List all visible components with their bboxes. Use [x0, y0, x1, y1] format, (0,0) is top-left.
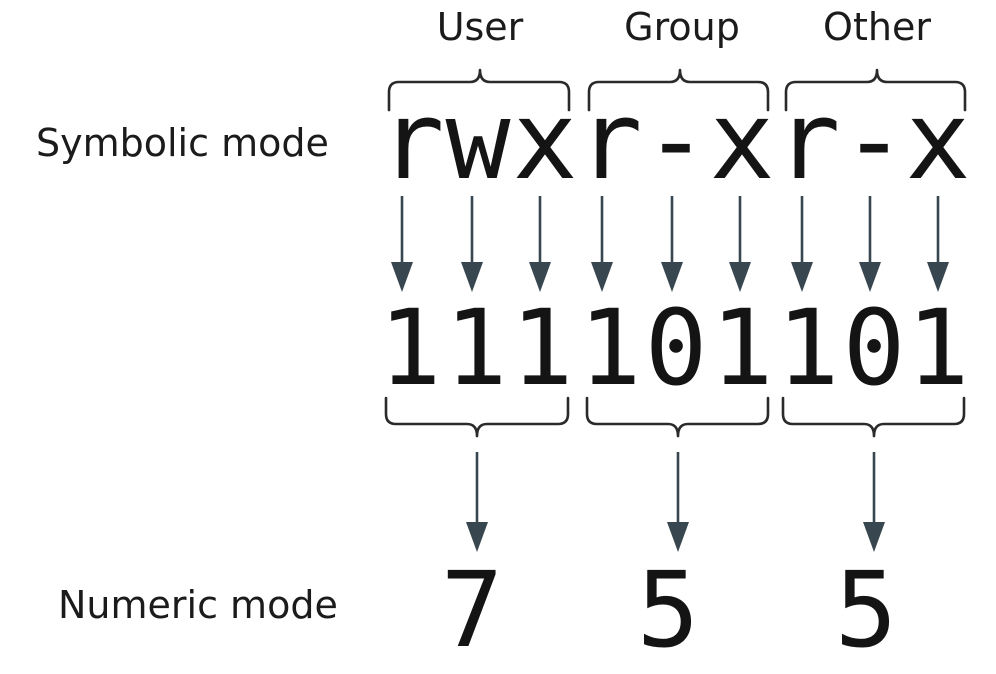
- symbol-user-write: w: [445, 79, 511, 204]
- symbol-user-execute: x: [512, 79, 577, 204]
- group-header-group: Group: [624, 5, 740, 49]
- octal-group: 5: [637, 549, 700, 671]
- arrow-down-icon: [729, 196, 751, 292]
- arrow-down-icon: [667, 452, 689, 552]
- bit-other-write: 0: [843, 287, 906, 409]
- top-brace-other: [784, 68, 967, 112]
- arrow-down-icon: [529, 196, 551, 292]
- arrow-down-icon: [591, 196, 613, 292]
- top-brace-group: [587, 68, 770, 112]
- arrow-down-icon: [927, 196, 949, 292]
- bit-other-execute: 1: [907, 287, 970, 409]
- symbol-other-write: -: [841, 79, 906, 204]
- group-header-user: User: [437, 5, 524, 49]
- bit-user-read: 1: [379, 287, 442, 409]
- bit-other-read: 1: [777, 287, 840, 409]
- symbol-other-read: r: [775, 79, 840, 204]
- arrow-down-icon: [661, 196, 683, 292]
- arrow-down-icon: [391, 196, 413, 292]
- bottom-brace-group: [585, 396, 770, 438]
- bottom-brace-other: [781, 396, 966, 438]
- arrow-down-icon: [863, 452, 885, 552]
- symbolic-mode-label: Symbolic mode: [36, 121, 329, 165]
- symbol-group-read: r: [577, 79, 642, 204]
- symbol-group-execute: x: [709, 79, 774, 204]
- arrow-down-icon: [461, 196, 483, 292]
- symbol-to-bit-arrows: [391, 196, 949, 292]
- bottom-brace-user: [384, 396, 570, 438]
- top-brace-user: [387, 68, 571, 112]
- symbol-group-write: -: [643, 79, 708, 204]
- group-header-other: Other: [823, 5, 931, 49]
- bit-group-write: 0: [645, 287, 708, 409]
- bit-group-execute: 1: [711, 287, 774, 409]
- octal-user: 7: [441, 549, 504, 671]
- bit-user-write: 1: [445, 287, 508, 409]
- bits-to-octal-arrows: [466, 452, 885, 552]
- symbol-user-read: r: [379, 79, 444, 204]
- numeric-mode-label: Numeric mode: [58, 583, 338, 627]
- bit-user-execute: 1: [511, 287, 574, 409]
- octal-other: 5: [835, 549, 898, 671]
- arrow-down-icon: [859, 196, 881, 292]
- symbol-other-execute: x: [905, 79, 970, 204]
- bit-group-read: 1: [579, 287, 642, 409]
- arrow-down-icon: [791, 196, 813, 292]
- arrow-down-icon: [466, 452, 488, 552]
